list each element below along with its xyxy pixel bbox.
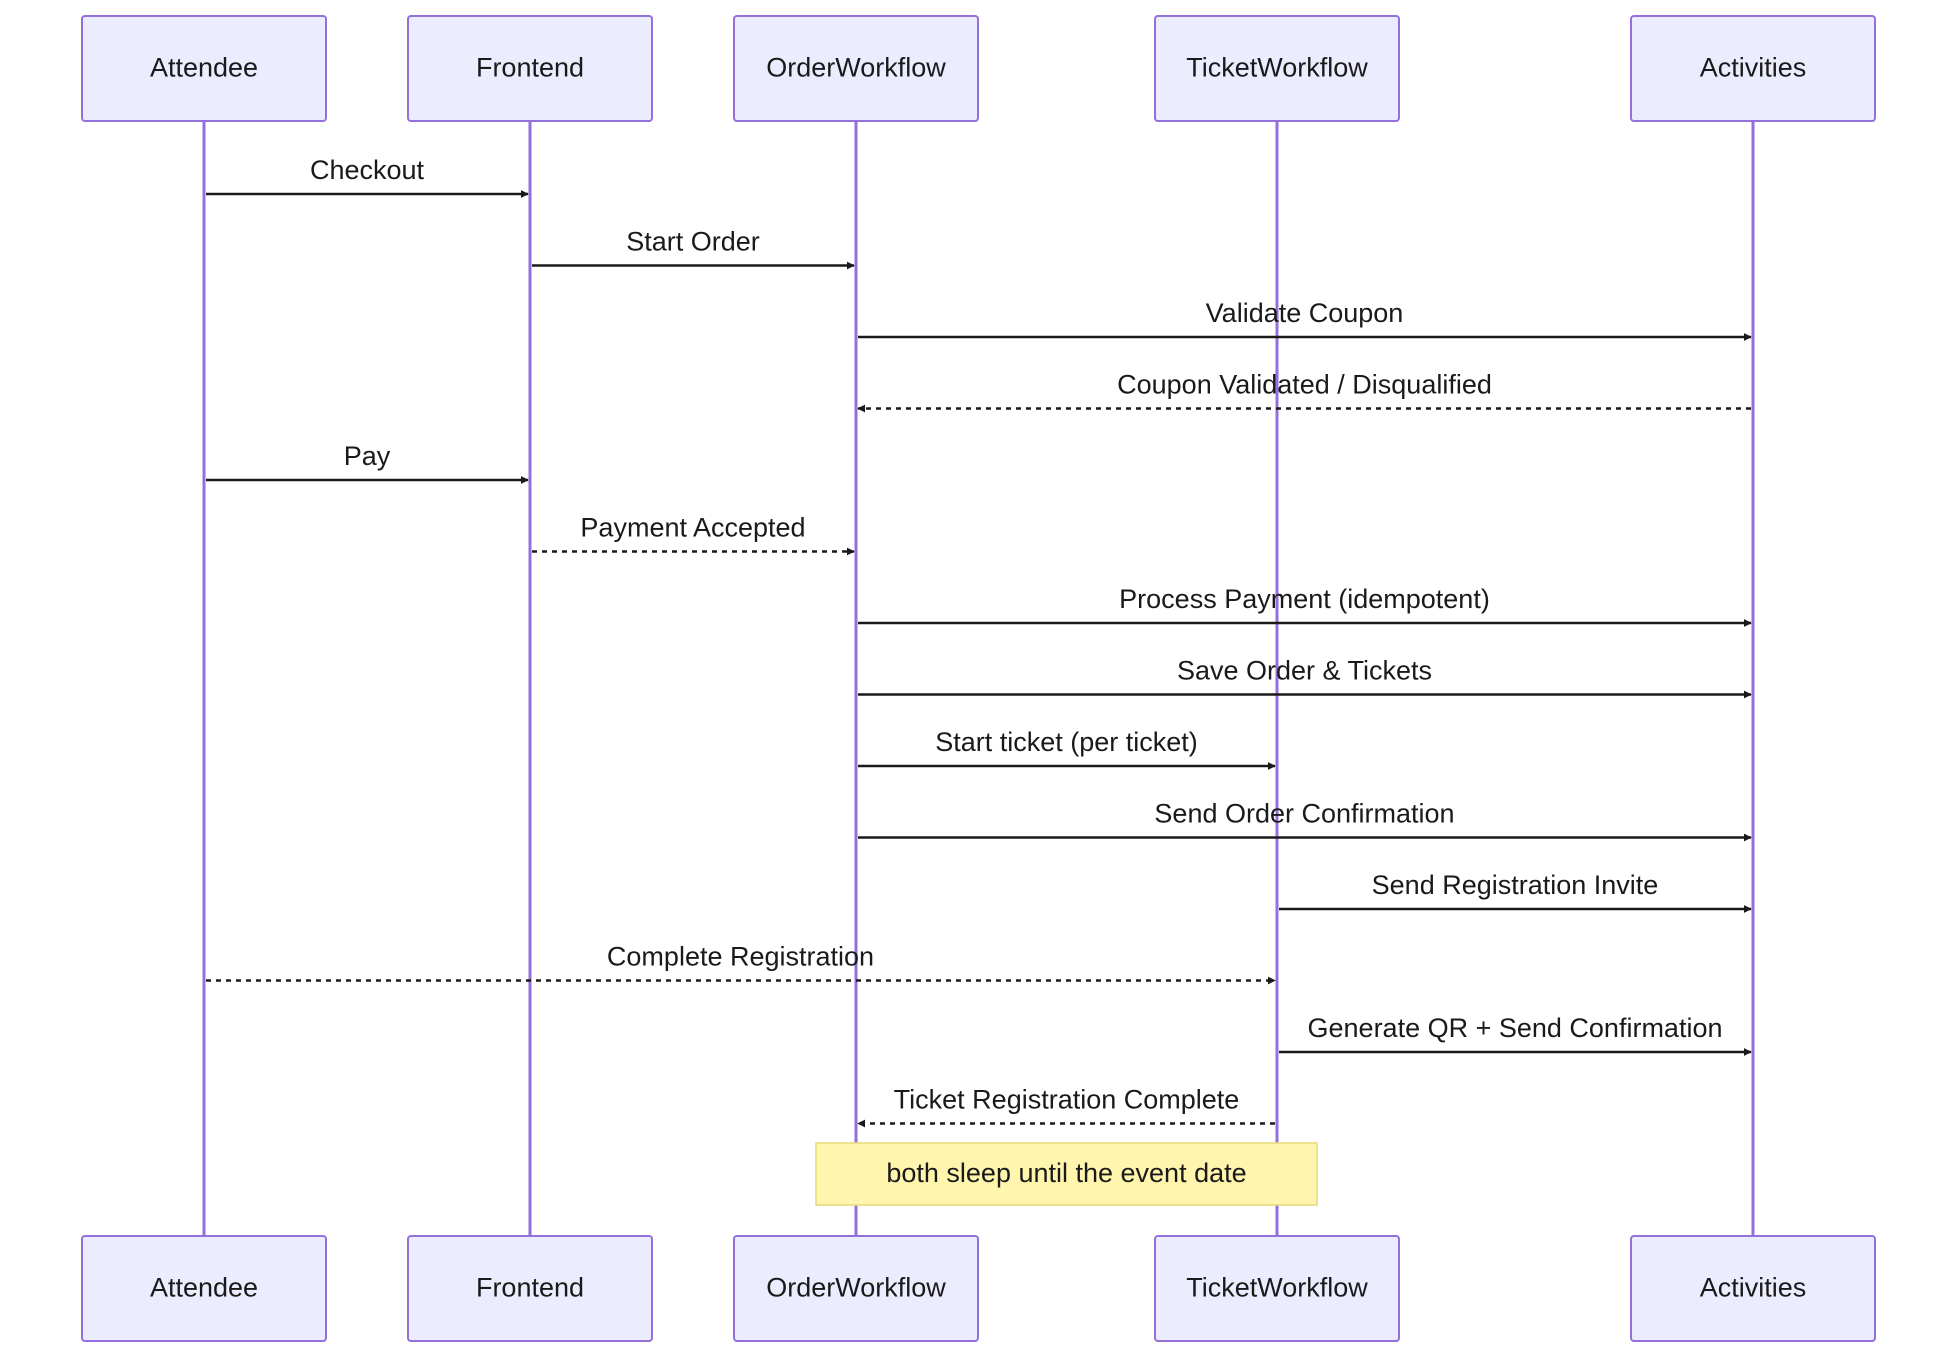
note-box [815,1142,1318,1206]
actor-frontend-bottom: Frontend [407,1235,653,1342]
message: Start ticket (per ticket) [858,727,1276,770]
lifelines [202,121,1755,1236]
actor-box [81,15,327,122]
message-label: Checkout [310,155,425,185]
message-label: Send Order Confirmation [1154,799,1454,829]
actor-box [81,1235,327,1342]
message-label: Start Order [626,227,760,257]
message-label: Pay [344,441,391,471]
actor-attendee-bottom: Attendee [81,1235,327,1342]
actor-label: TicketWorkflow [1186,53,1368,83]
actor-ticket-bottom: TicketWorkflow [1154,1235,1400,1342]
message: Pay [206,441,529,484]
message-label: Process Payment (idempotent) [1119,584,1490,614]
message: Complete Registration [206,942,1276,985]
actor-label: Attendee [150,53,258,83]
message-label: Complete Registration [607,942,874,972]
actor-label: OrderWorkflow [766,53,946,83]
message: Checkout [206,155,529,198]
actor-activities-top: Activities [1630,15,1876,122]
message: Coupon Validated / Disqualified [857,370,1751,413]
actor-label: Activities [1700,1273,1807,1303]
actor-order-top: OrderWorkflow [733,15,979,122]
message-label: Validate Coupon [1206,298,1404,328]
actor-box [733,15,979,122]
message-label: Send Registration Invite [1372,870,1659,900]
actor-activities-bottom: Activities [1630,1235,1876,1342]
actor-label: Frontend [476,1273,584,1303]
actor-box [1154,15,1400,122]
actors-bottom: Attendee Frontend OrderWorkflow TicketWorkf… [81,1235,1876,1342]
actor-box [1154,1235,1400,1342]
message-label: Save Order & Tickets [1177,656,1432,686]
actor-ticket-top: TicketWorkflow [1154,15,1400,122]
actors-top: Attendee Frontend OrderWorkflow TicketWorkf… [81,15,1876,122]
message: Validate Coupon [858,298,1752,341]
message-label: Payment Accepted [580,513,805,543]
message: Save Order & Tickets [858,656,1752,699]
actor-box [1630,1235,1876,1342]
actor-label: TicketWorkflow [1186,1273,1368,1303]
message-label: Ticket Registration Complete [894,1085,1240,1115]
message: Ticket Registration Complete [857,1085,1275,1128]
message: Send Registration Invite [1279,870,1752,913]
notes: both sleep until the event date [815,1142,1318,1206]
actor-frontend-top: Frontend [407,15,653,122]
actor-label: Attendee [150,1273,258,1303]
message-label: Start ticket (per ticket) [935,727,1198,757]
actor-box [407,1235,653,1342]
message: Generate QR + Send Confirmation [1279,1013,1752,1056]
note-label: both sleep until the event date [886,1158,1246,1188]
actor-box [733,1235,979,1342]
message: Process Payment (idempotent) [858,584,1752,627]
message: Send Order Confirmation [858,799,1752,842]
actor-attendee-top: Attendee [81,15,327,122]
note: both sleep until the event date [815,1142,1318,1206]
actor-box [407,15,653,122]
actor-box [1630,15,1876,122]
actor-label: Activities [1700,53,1807,83]
message: Payment Accepted [532,513,855,556]
actor-label: Frontend [476,53,584,83]
message-label: Coupon Validated / Disqualified [1117,370,1492,400]
actor-label: OrderWorkflow [766,1273,946,1303]
actor-order-bottom: OrderWorkflow [733,1235,979,1342]
message: Start Order [532,227,855,270]
message-label: Generate QR + Send Confirmation [1308,1013,1723,1043]
